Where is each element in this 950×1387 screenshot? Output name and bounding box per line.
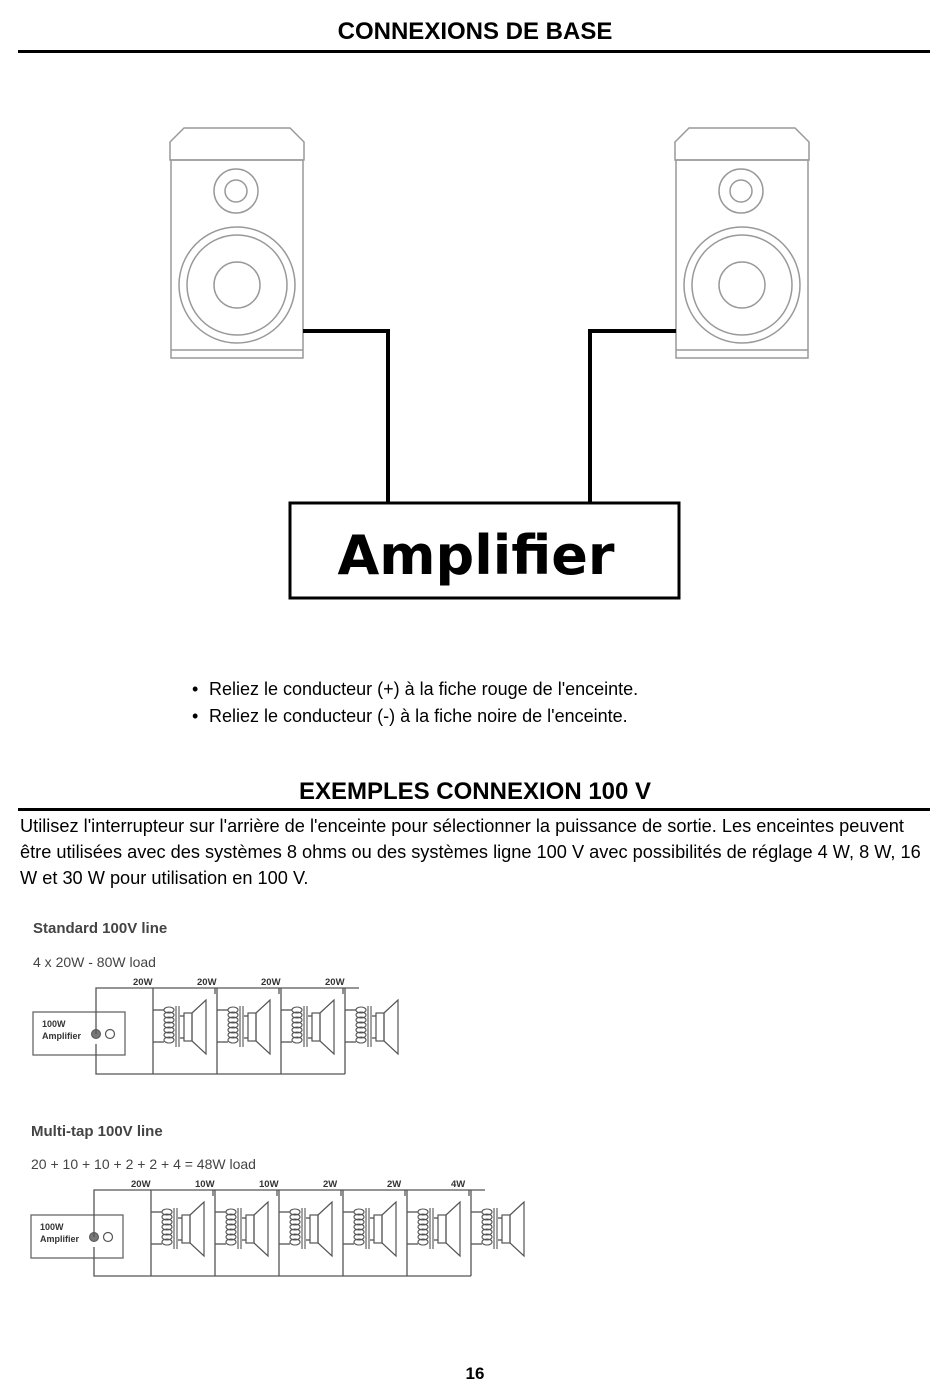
diagram-title: Standard 100V line <box>33 920 167 937</box>
instruction-list: Reliez le conducteur (+) à la fiche roug… <box>190 676 638 730</box>
wire-left <box>303 329 390 503</box>
speaker-symbol <box>242 1200 269 1258</box>
transformer-coil <box>471 1208 498 1249</box>
speaker-symbol <box>306 1200 333 1258</box>
transformer-coil <box>153 1006 180 1047</box>
speaker-symbol <box>244 998 271 1056</box>
diagram-subtitle: 4 x 20W - 80W load <box>33 954 156 970</box>
speaker-unit <box>152 988 207 1074</box>
list-item: Reliez le conducteur (-) à la fiche noir… <box>190 703 638 730</box>
speaker-symbol <box>308 998 335 1056</box>
terminal-negative <box>104 1028 116 1040</box>
tap-label: 20W <box>197 977 217 988</box>
amplifier-label: Amplifier <box>337 524 614 587</box>
speaker-symbol <box>370 1200 397 1258</box>
speaker-chain: 20W 20W 20W 20W <box>133 977 399 1074</box>
amplifier-box: 100W Amplifier <box>30 1214 124 1259</box>
transformer-coil <box>407 1208 434 1249</box>
transformer-coil <box>215 1208 242 1249</box>
page-title: CONNEXIONS DE BASE <box>337 18 613 45</box>
speaker-symbol <box>372 998 399 1056</box>
transformer-coil <box>279 1208 306 1249</box>
section-title: EXEMPLES CONNEXION 100 V <box>298 778 652 805</box>
speaker-right <box>674 127 810 359</box>
tap-label: 10W <box>259 1179 279 1190</box>
section-underline <box>18 808 930 811</box>
speaker-symbol <box>180 998 207 1056</box>
section-paragraph: Utilisez l'interrupteur sur l'arrière de… <box>20 816 921 888</box>
speaker-unit <box>276 1190 333 1276</box>
tap-label: 2W <box>323 1179 337 1190</box>
speaker-unit <box>342 988 399 1074</box>
transformer-coil <box>217 1006 244 1047</box>
speaker-symbol <box>498 1200 525 1258</box>
speaker-unit <box>278 988 335 1074</box>
line-bus-positive <box>93 1189 485 1237</box>
diagram-title: Multi-tap 100V line <box>31 1123 163 1140</box>
amplifier-label: Amplifier <box>42 1031 82 1041</box>
tap-label: 4W <box>451 1179 465 1190</box>
tap-label: 20W <box>261 977 281 988</box>
diagram-subtitle: 20 + 10 + 10 + 2 + 2 + 4 = 48W load <box>31 1156 256 1172</box>
line-bus-positive <box>95 987 359 1034</box>
speaker-unit <box>468 1190 525 1276</box>
amplifier-power: 100W <box>42 1019 66 1029</box>
line-bus-negative <box>93 1247 471 1277</box>
terminal-negative <box>102 1231 114 1243</box>
tap-label: 20W <box>131 1179 151 1190</box>
line-bus <box>93 1189 485 1277</box>
speaker-left <box>169 127 305 359</box>
amplifier-box <box>288 501 681 600</box>
title-underline <box>18 50 930 53</box>
line-bus <box>95 987 359 1075</box>
standard-100v-diagram: Standard 100V line 4 x 20W - 80W load 10… <box>32 920 399 1075</box>
wire-right <box>588 329 676 503</box>
transformer-coil <box>343 1208 370 1249</box>
multitap-100v-diagram: Multi-tap 100V line 20 + 10 + 10 + 2 + 2… <box>30 1123 525 1277</box>
transformer-coil <box>281 1006 308 1047</box>
amplifier-label: Amplifier <box>40 1234 80 1244</box>
speaker-unit <box>214 988 271 1074</box>
page-number: 16 <box>465 1364 485 1383</box>
speaker-unit <box>340 1190 397 1276</box>
speaker-unit <box>404 1190 461 1276</box>
list-item: Reliez le conducteur (+) à la fiche roug… <box>190 676 638 703</box>
transformer-coil <box>151 1208 178 1249</box>
basic-connection-diagram: Amplifier <box>169 127 810 600</box>
amplifier-power: 100W <box>40 1222 64 1232</box>
tap-label: 20W <box>325 977 345 988</box>
tap-label: 20W <box>133 977 153 988</box>
tap-label: 2W <box>387 1179 401 1190</box>
tap-label: 10W <box>195 1179 215 1190</box>
speaker-unit <box>150 1190 205 1276</box>
line-bus-negative <box>95 1044 345 1075</box>
amplifier-box: 100W Amplifier <box>32 1011 126 1056</box>
speaker-symbol <box>178 1200 205 1258</box>
speaker-unit <box>212 1190 269 1276</box>
speaker-symbol <box>434 1200 461 1258</box>
transformer-coil <box>345 1006 372 1047</box>
speaker-chain: 20W 10W 10W 2W 2W 4W <box>131 1179 525 1276</box>
